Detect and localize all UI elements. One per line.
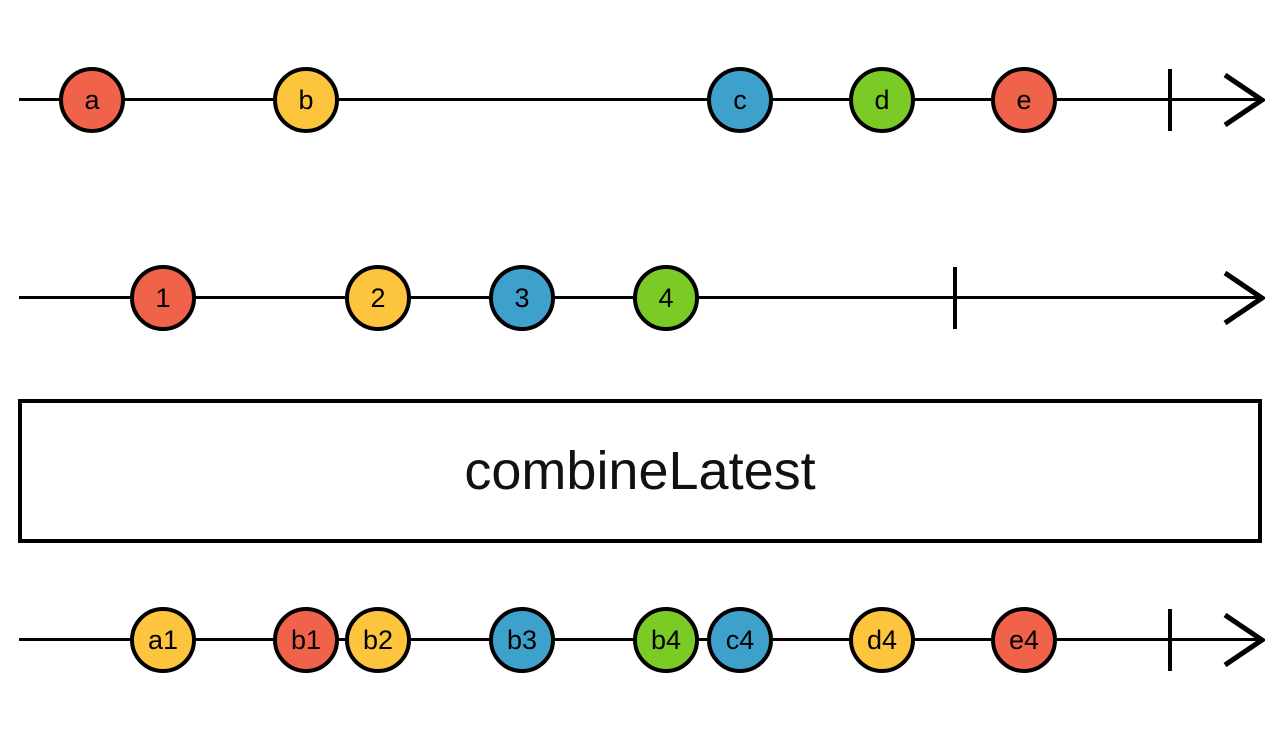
output-stream-complete-bar xyxy=(1168,609,1172,671)
marble-label: b2 xyxy=(362,624,394,655)
second-source-stream-arrowhead-icon xyxy=(1223,270,1265,326)
first-source-stream-line xyxy=(19,98,1262,101)
operator-label: combineLatest xyxy=(464,441,816,501)
first-source-stream-arrowhead-icon xyxy=(1223,72,1265,128)
marble-label: 3 xyxy=(514,282,530,313)
marble-d4: d4 xyxy=(849,607,915,673)
marble-b4: b4 xyxy=(633,607,699,673)
marble-4[interactable]: 4 xyxy=(633,265,699,331)
marble-a[interactable]: a xyxy=(59,67,125,133)
marble-c4: c4 xyxy=(707,607,773,673)
marble-label: c xyxy=(733,84,747,115)
marble-e[interactable]: e xyxy=(991,67,1057,133)
first-source-stream-complete-bar[interactable] xyxy=(1168,69,1172,131)
marble-label: 2 xyxy=(370,282,386,313)
marble-label: b xyxy=(298,84,314,115)
marble-1[interactable]: 1 xyxy=(130,265,196,331)
marble-label: e xyxy=(1016,84,1032,115)
marble-label: 1 xyxy=(155,282,171,313)
marble-d[interactable]: d xyxy=(849,67,915,133)
marble-label: 4 xyxy=(658,282,674,313)
marble-b3: b3 xyxy=(489,607,555,673)
marble-a1: a1 xyxy=(130,607,196,673)
marble-label: e4 xyxy=(1008,624,1040,655)
marble-label: a1 xyxy=(147,624,179,655)
marble-label: b4 xyxy=(650,624,682,655)
marble-b2: b2 xyxy=(345,607,411,673)
second-source-stream-complete-bar[interactable] xyxy=(953,267,957,329)
marble-b1: b1 xyxy=(273,607,339,673)
marble-label: d xyxy=(874,84,890,115)
marble-2[interactable]: 2 xyxy=(345,265,411,331)
marble-e4: e4 xyxy=(991,607,1057,673)
marble-label: a xyxy=(84,84,100,115)
marble-3[interactable]: 3 xyxy=(489,265,555,331)
marble-label: c4 xyxy=(725,624,755,655)
marble-b[interactable]: b xyxy=(273,67,339,133)
output-stream-arrowhead-icon xyxy=(1223,612,1265,668)
marble-c[interactable]: c xyxy=(707,67,773,133)
marble-label: b1 xyxy=(290,624,322,655)
marble-label: d4 xyxy=(866,624,898,655)
marble-label: b3 xyxy=(506,624,538,655)
operator-box: combineLatest xyxy=(18,399,1262,543)
